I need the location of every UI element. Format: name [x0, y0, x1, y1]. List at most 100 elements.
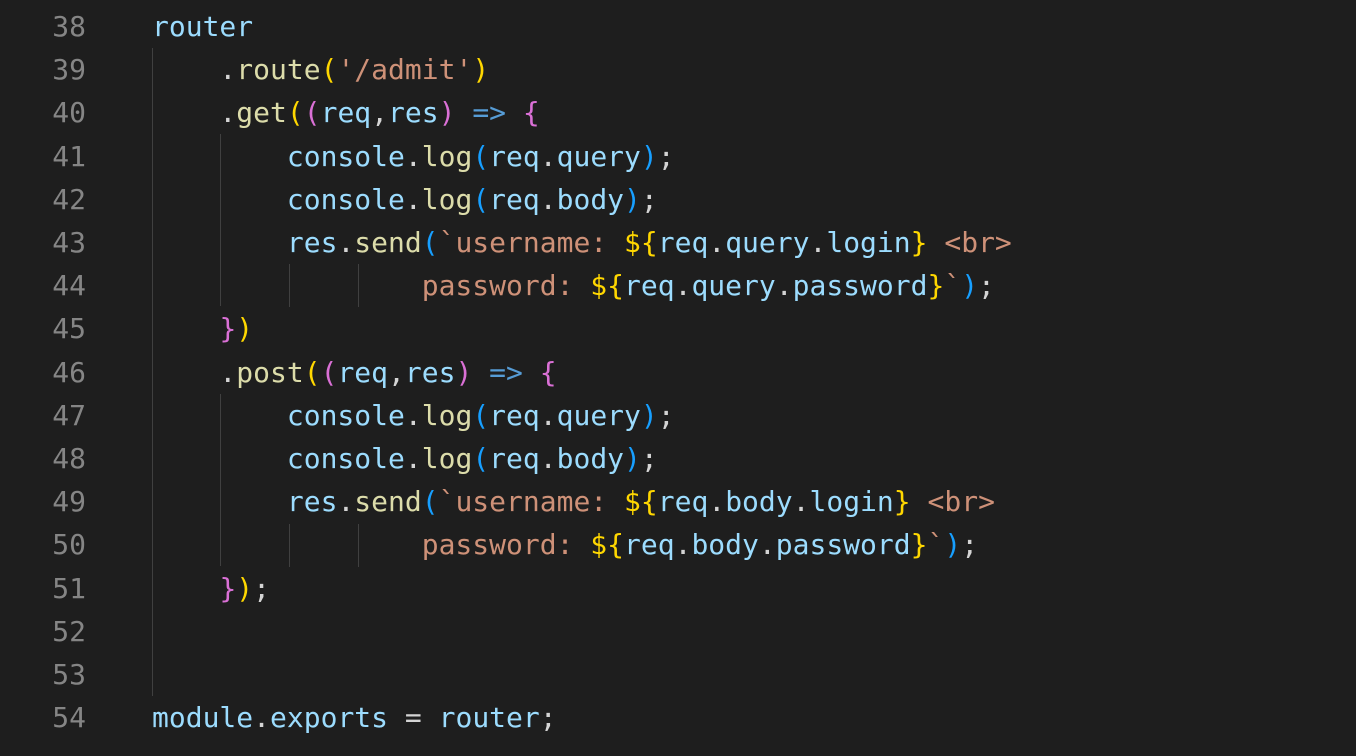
line-number: 53: [52, 658, 86, 691]
code-token: router: [152, 10, 254, 43]
line-number: 40: [52, 96, 86, 130]
code-line[interactable]: console.log(req.query);: [152, 394, 675, 437]
code-token: res: [286, 485, 338, 519]
code-token: console: [286, 442, 405, 475]
code-line[interactable]: password: ${req.body.password}`);: [152, 523, 978, 566]
code-line[interactable]: res.send(`username: ${req.body.login} <b…: [152, 480, 995, 523]
line-number: 45: [52, 312, 86, 346]
code-line[interactable]: console.log(req.body);: [152, 437, 658, 480]
code-token: log: [421, 139, 473, 173]
line-number: 43: [52, 226, 86, 259]
code-token: .: [152, 53, 237, 87]
code-token: ,: [371, 96, 389, 130]
code-line[interactable]: console.log(req.body);: [152, 178, 658, 221]
code-token: {: [522, 96, 540, 130]
code-token: [152, 183, 287, 216]
code-line[interactable]: .post((req,res) => {: [152, 351, 556, 394]
code-token: send: [354, 226, 422, 259]
code-token: query: [556, 139, 641, 173]
code-token: password:: [421, 528, 591, 562]
code-token: body: [691, 528, 759, 562]
code-line[interactable]: .route('/admit'): [152, 48, 489, 91]
code-token: ;: [640, 442, 658, 475]
code-line[interactable]: console.log(req.query);: [152, 135, 675, 178]
code-token: <br>: [910, 485, 995, 519]
line-number: 51: [52, 571, 86, 605]
code-token: ): [236, 312, 254, 346]
code-token: (: [472, 139, 490, 173]
code-token: .: [253, 701, 271, 735]
code-token: ${: [624, 226, 658, 259]
code-token: req: [624, 269, 675, 303]
line-number: 38: [52, 10, 86, 43]
code-token: ): [640, 398, 658, 432]
code-token: ;: [978, 269, 995, 303]
code-token: log: [421, 182, 473, 216]
code-token: .: [337, 226, 355, 259]
indent-guide: [152, 48, 153, 696]
code-token: ;: [539, 701, 557, 735]
line-number: 47: [52, 398, 86, 432]
code-token: `username:: [438, 485, 625, 519]
code-area[interactable]: router .route('/admit') .get((req,res) =…: [152, 0, 1342, 756]
code-token: query: [691, 269, 776, 303]
code-token: [152, 226, 287, 259]
code-token: =>: [455, 96, 523, 130]
code-token: router: [438, 701, 540, 735]
code-line[interactable]: res.send(`username: ${req.query.login} <…: [152, 221, 1012, 264]
code-token: [152, 399, 287, 432]
code-token: '/admit': [337, 53, 473, 87]
code-token: .: [792, 485, 810, 519]
code-token: ;: [657, 398, 675, 432]
code-token: log: [421, 442, 473, 475]
code-token: password: [792, 269, 928, 303]
code-token: .: [708, 226, 726, 259]
code-token: req: [657, 226, 709, 259]
code-token: res: [286, 226, 338, 259]
code-token: .: [404, 182, 422, 216]
line-number: 54: [52, 701, 86, 735]
code-token: [152, 269, 422, 302]
code-token: ): [236, 571, 254, 605]
code-line[interactable]: .get((req,res) => {: [152, 91, 540, 134]
code-token: (: [320, 53, 338, 87]
code-token: body: [556, 442, 625, 475]
code-token: .: [404, 442, 422, 475]
code-token: ): [438, 96, 456, 130]
code-line[interactable]: }): [152, 307, 253, 350]
code-token: req: [489, 398, 540, 432]
code-token: [152, 485, 287, 518]
code-token: console: [286, 182, 405, 216]
code-token: ;: [640, 182, 658, 216]
code-token: .: [674, 269, 692, 303]
code-token: ): [472, 53, 490, 87]
code-token: (: [320, 355, 338, 389]
code-token: }: [910, 528, 928, 562]
code-token: `: [927, 528, 945, 562]
code-token: .: [337, 485, 355, 519]
code-token: .: [775, 269, 793, 303]
code-token: console: [286, 139, 405, 173]
code-line[interactable]: module.exports = router;: [152, 696, 557, 739]
code-token: [152, 312, 219, 345]
code-token: ${: [590, 528, 625, 562]
line-number: 39: [52, 53, 86, 87]
code-line[interactable]: });: [152, 567, 270, 610]
code-token: .: [674, 528, 692, 562]
code-token: (: [303, 355, 321, 389]
indent-guide: [358, 524, 359, 567]
code-token: get: [236, 96, 287, 130]
code-line[interactable]: password: ${req.query.password}`);: [152, 264, 995, 307]
code-token: password:: [421, 269, 591, 303]
code-token: }: [910, 226, 928, 259]
code-token: ): [944, 528, 962, 562]
code-token: req: [489, 442, 540, 475]
code-token: (: [303, 96, 321, 130]
code-token: ): [624, 182, 641, 216]
code-token: (: [421, 485, 439, 519]
code-token: password: [775, 528, 911, 562]
line-number: 46: [52, 355, 86, 389]
code-line[interactable]: router: [152, 5, 253, 48]
